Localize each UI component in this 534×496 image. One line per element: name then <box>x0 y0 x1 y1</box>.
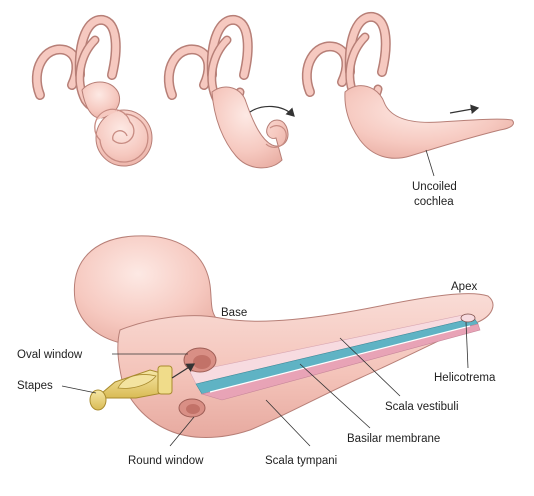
basilar-membrane-leader <box>299 363 371 429</box>
cochlea-section <box>73 235 494 438</box>
stapes-label: Stapes <box>17 380 53 392</box>
round-window-label: Round window <box>128 455 204 467</box>
uncoil-arrow-2 <box>449 104 480 114</box>
helicotrema-opening <box>460 313 476 323</box>
helicotrema-label: Helicotrema <box>434 372 496 384</box>
oval-window-label: Oval window <box>17 349 83 361</box>
uncoil-arrow-1 <box>249 105 295 117</box>
base-label: Base <box>221 307 247 319</box>
scala-tympani-label: Scala tympani <box>265 455 337 467</box>
scala-tympani-leader <box>265 399 311 447</box>
scala-vestibuli-leader <box>339 337 401 397</box>
partly-uncoiled-cochlea <box>163 14 289 169</box>
coiled-cochlea <box>31 14 153 167</box>
stapes-leader <box>61 385 97 394</box>
basilar-membrane-label: Basilar membrane <box>347 433 440 445</box>
uncoiled-leader <box>425 149 435 177</box>
apex-label: Apex <box>451 281 477 293</box>
uncoiled-label-2: cochlea <box>414 196 454 208</box>
uncoiled-label-1: Uncoiled <box>412 181 457 193</box>
round-window-leader <box>169 416 195 447</box>
stapes-bone <box>89 365 173 411</box>
scala-vestibuli-label: Scala vestibuli <box>385 401 459 413</box>
stapes-arrow <box>171 363 196 379</box>
uncoiled-cochlea <box>301 11 514 159</box>
helicotrema-leader <box>465 321 469 369</box>
